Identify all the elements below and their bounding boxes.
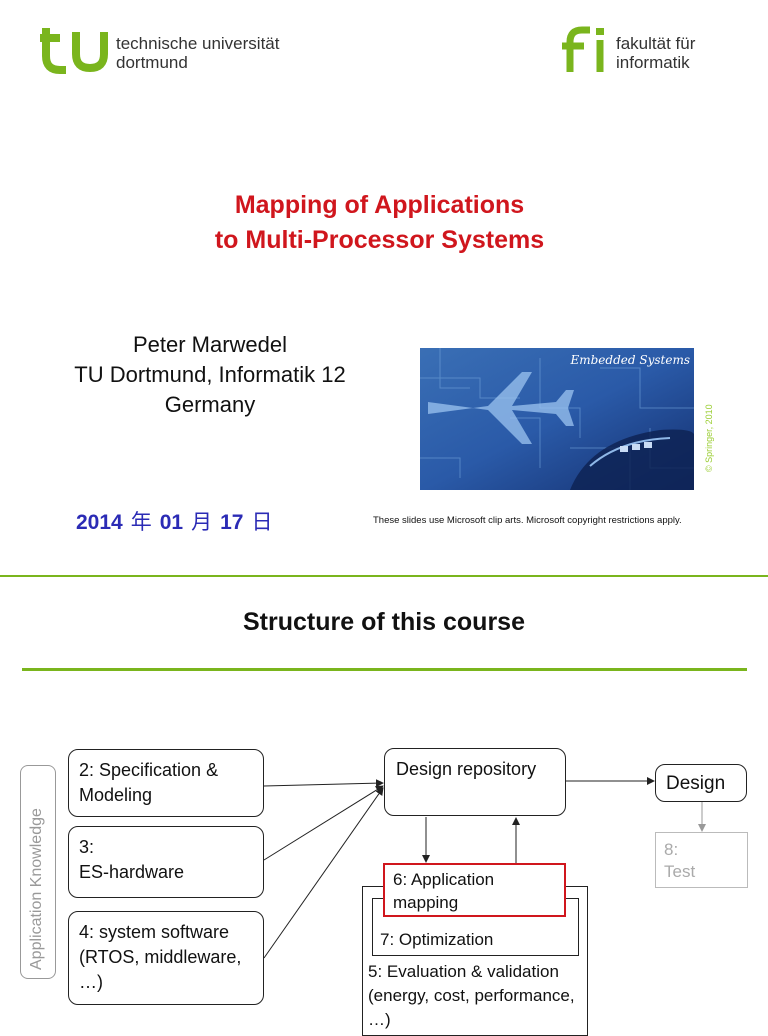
fakultaet-name: fakultät für informatik [616, 34, 695, 72]
tu-dortmund-logo [40, 28, 108, 74]
date-year: 2014 [76, 511, 123, 534]
author-country: Germany [164, 392, 256, 417]
tu-name-line2: dortmund [116, 53, 188, 72]
arrow-hardware-to-repo [263, 785, 384, 861]
box-system-software: 4: system software (RTOS, middleware, …) [68, 911, 264, 1005]
box-evaluation-label: 5: Evaluation & validation (energy, cost… [368, 962, 575, 1029]
fi-name-line1: fakultät für [616, 34, 696, 53]
springer-copyright: © Springer, 2010 [700, 386, 720, 474]
slide-title: Mapping of Applications to Multi-Process… [0, 188, 768, 258]
box-specification-modeling: 2: Specification & Modeling [68, 749, 264, 817]
author-block: Peter Marwedel TU Dortmund, Informatik 1… [30, 330, 390, 420]
tu-name-line1: technische universität [116, 34, 280, 53]
box-design-repository: Design repository [384, 748, 566, 816]
fi-name-line2: informatik [616, 53, 690, 72]
springer-copyright-text: © Springer, 2010 [704, 404, 714, 472]
title-underline [22, 668, 747, 671]
book-cover-art [420, 348, 694, 490]
slide-divider [0, 575, 768, 577]
box-test-line2: Test [664, 862, 696, 881]
box-application-mapping: 6: Application mapping [383, 863, 566, 917]
date-year-char: 年 [130, 511, 152, 534]
book-cover-image: Embedded Systems [420, 348, 694, 490]
presentation-date: 2014 年 01 月 17 日 [76, 506, 280, 536]
box-optimization-label: 7: Optimization [380, 930, 494, 949]
author-name: Peter Marwedel [132, 332, 288, 357]
date-month: 01 [159, 511, 184, 534]
date-month-char: 月 [191, 511, 213, 534]
tu-dortmund-name: technische universität dortmund [116, 34, 279, 72]
box-test: 8: Test [655, 832, 748, 888]
clip-art-note: These slides use Microsoft clip arts. Mi… [373, 515, 682, 526]
box-es-hardware: 3: ES-hardware [68, 826, 264, 898]
box-test-line1: 8: [664, 840, 679, 859]
book-cover-title: Embedded Systems [570, 353, 690, 367]
application-knowledge-label: Application Knowledge [20, 765, 56, 979]
box-hardware-line1: 3: [79, 837, 95, 857]
title-line2: to Multi-Processor Systems [214, 226, 545, 254]
course-structure-title: Structure of this course [243, 608, 525, 636]
box-design: Design [655, 764, 747, 802]
side-label-text: Application Knowledge [28, 808, 45, 970]
author-affiliation: TU Dortmund, Informatik 12 [74, 362, 346, 387]
fakultaet-informatik-logo [562, 26, 604, 72]
title-line1: Mapping of Applications [234, 191, 525, 219]
date-day: 17 [220, 511, 244, 534]
arrow-spec-to-repo [263, 779, 384, 788]
box-hardware-line2: ES-hardware [79, 862, 185, 882]
date-day-char: 日 [251, 511, 273, 534]
